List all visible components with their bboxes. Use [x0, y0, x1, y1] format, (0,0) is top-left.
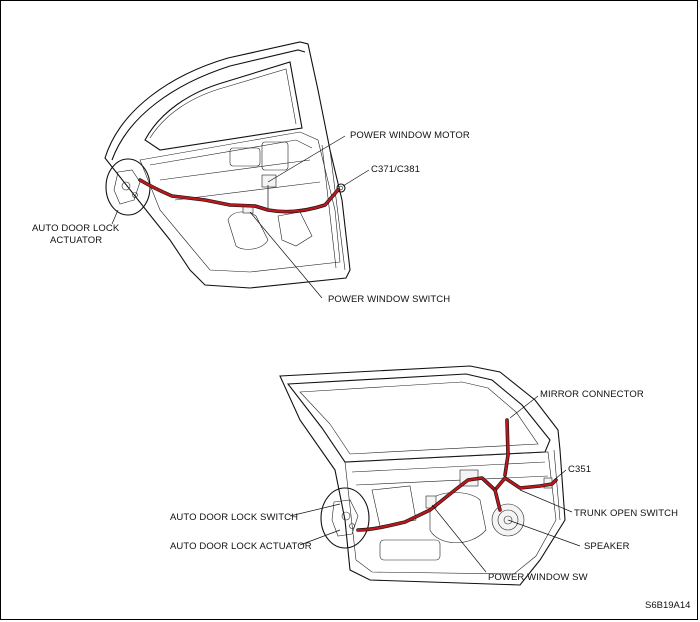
front-door-illustration — [279, 365, 566, 586]
label-auto-door-lock-switch: AUTO DOOR LOCK SWITCH — [170, 512, 298, 523]
label-speaker: SPEAKER — [584, 541, 630, 552]
leader-c371 — [342, 169, 370, 187]
leader-c351 — [553, 469, 567, 481]
rear-door-illustration — [104, 41, 351, 289]
label-power-window-motor: POWER WINDOW MOTOR — [350, 130, 470, 141]
leader-speaker — [507, 519, 581, 547]
label-power-window-switch: POWER WINDOW SWITCH — [328, 294, 450, 305]
label-auto-door-lock-line2: ACTUATOR — [50, 235, 102, 246]
label-auto-door-lock-actuator: AUTO DOOR LOCK ACTUATOR — [170, 541, 312, 552]
leader-power-window-sw — [431, 504, 487, 573]
leader-auto-door-lock-switch — [289, 503, 341, 517]
leader-front-lock-actuator — [299, 529, 341, 546]
label-trunk-open-switch: TRUNK OPEN SWITCH — [574, 508, 678, 519]
leader-power-window-switch — [249, 211, 323, 299]
leader-mirror-connector — [509, 395, 539, 419]
figure-code: S6B19A14 — [645, 600, 690, 611]
leader-rear-lock-actuator — [111, 209, 119, 225]
label-power-window-sw: POWER WINDOW SW — [488, 572, 588, 583]
label-connector-c351: C351 — [568, 464, 591, 475]
label-connector-c371-c381: C371/C381 — [371, 164, 420, 175]
label-auto-door-lock-line1: AUTO DOOR LOCK — [32, 223, 120, 234]
leader-power-window-motor — [267, 135, 346, 183]
label-mirror-connector: MIRROR CONNECTOR — [540, 389, 644, 400]
leader-trunk-open-switch — [519, 489, 573, 513]
